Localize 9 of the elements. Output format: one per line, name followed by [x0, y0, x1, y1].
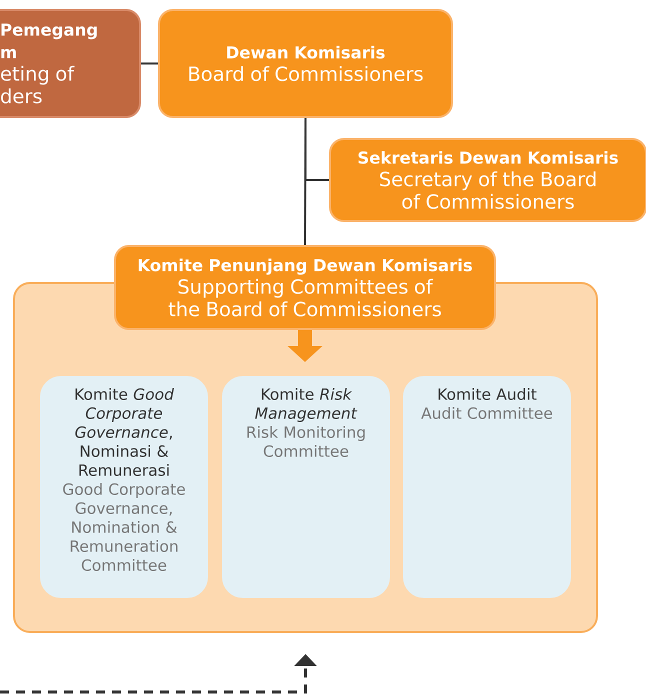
process-box: Sekretaris Dewan Komisaris Secretary of the Board of Commissioners	[329, 138, 646, 222]
committee-box: Komite Risk Management Risk Monitoring Committee	[222, 376, 390, 598]
connector-line	[141, 62, 158, 65]
connector-line	[304, 118, 306, 246]
committee-box: Komite Audit Audit Committee	[403, 376, 571, 598]
process-box: Komite Penunjang Dewan Komisaris Supporting Committees of the Board of Commissioners	[114, 245, 496, 330]
process-box: Pemegang m eting of ders	[0, 9, 141, 118]
process-box: Dewan Komisaris Board of Commissioners	[158, 9, 453, 118]
committee-box: Komite Good Corporate Governance, Nominasi & Remunerasi Good Corporate Governance, Nomination & Remuneration Committee	[40, 376, 208, 598]
